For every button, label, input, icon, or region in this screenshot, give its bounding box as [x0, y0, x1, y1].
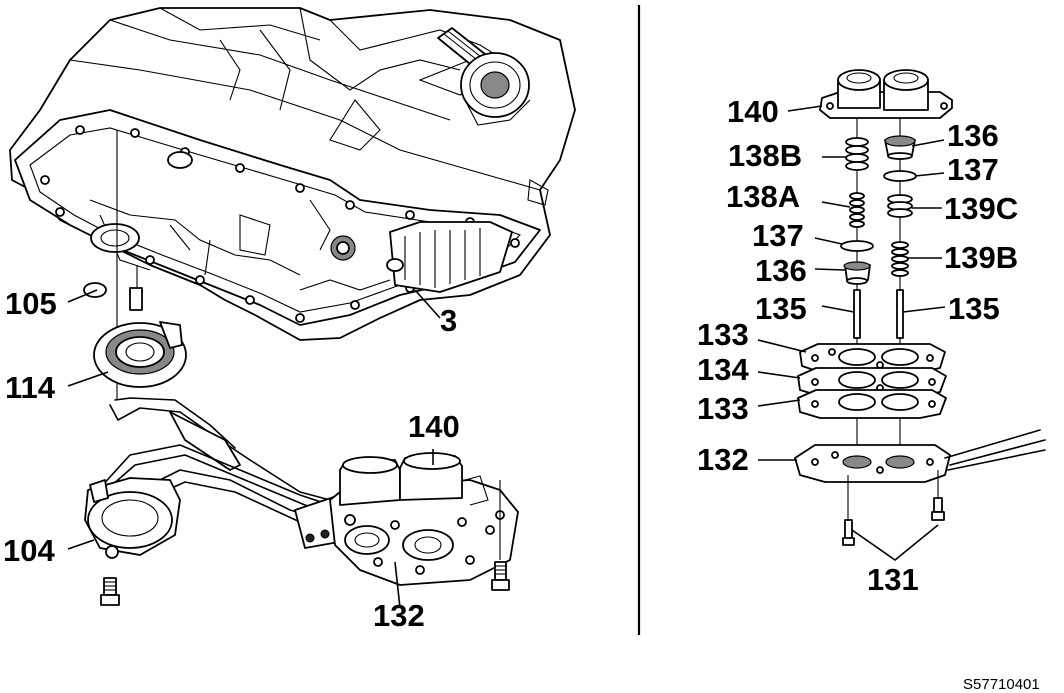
- part-133-gasket-bottom: [797, 389, 947, 419]
- label-139C: 139C: [944, 191, 1018, 226]
- part-135-pin-left: [853, 289, 861, 339]
- label-136-top: 136: [947, 118, 999, 153]
- label-114: 114: [5, 370, 56, 405]
- part-133-gasket-top: [799, 343, 946, 373]
- left-leader-lines: [67, 289, 441, 609]
- label-133-top: 133: [697, 317, 749, 352]
- label-134: 134: [697, 352, 749, 387]
- part-132-valve-body-left: [329, 452, 519, 591]
- label-133-bottom: 133: [697, 391, 749, 426]
- part-139C-spring: [887, 194, 913, 218]
- part-137-oring-left: [840, 240, 874, 252]
- part-137-oring-right: [883, 170, 917, 182]
- label-104: 104: [3, 533, 55, 568]
- part-136-seat-right: [884, 135, 916, 160]
- label-139B: 139B: [944, 240, 1018, 275]
- label-132-left: 132: [373, 598, 425, 633]
- part-140-solenoid-pack: [819, 69, 953, 119]
- label-136-mid: 136: [755, 253, 807, 288]
- part-131-bolts: [842, 470, 945, 546]
- label-138B: 138B: [728, 138, 802, 173]
- label-3: 3: [440, 303, 457, 338]
- label-138A: 138A: [726, 179, 800, 214]
- right-leader-lines: [757, 105, 946, 562]
- label-132-right: 132: [697, 442, 749, 477]
- label-140-left: 140: [408, 409, 460, 444]
- label-135-right: 135: [948, 291, 1000, 326]
- label-105: 105: [5, 286, 57, 321]
- part-135-pin-right: [896, 289, 904, 339]
- part-138B-spring: [845, 137, 869, 171]
- part-132-valve-body-right: [794, 429, 1046, 483]
- label-137-top: 137: [947, 152, 999, 187]
- part-139B-spring: [891, 241, 909, 277]
- label-135-left: 135: [755, 291, 807, 326]
- part-138A-spring: [849, 192, 865, 228]
- figure-reference: S57710401: [963, 676, 1040, 693]
- output-shaft: [437, 27, 531, 126]
- label-140-right: 140: [727, 94, 779, 129]
- label-131: 131: [867, 562, 919, 597]
- part-114-solenoid: [93, 287, 187, 388]
- transmission-housing: [9, 7, 576, 341]
- label-137-mid: 137: [752, 218, 804, 253]
- part-136-seat-left: [843, 261, 871, 285]
- part-104-sensor: [84, 477, 181, 606]
- part-134-separator-plate: [797, 367, 947, 397]
